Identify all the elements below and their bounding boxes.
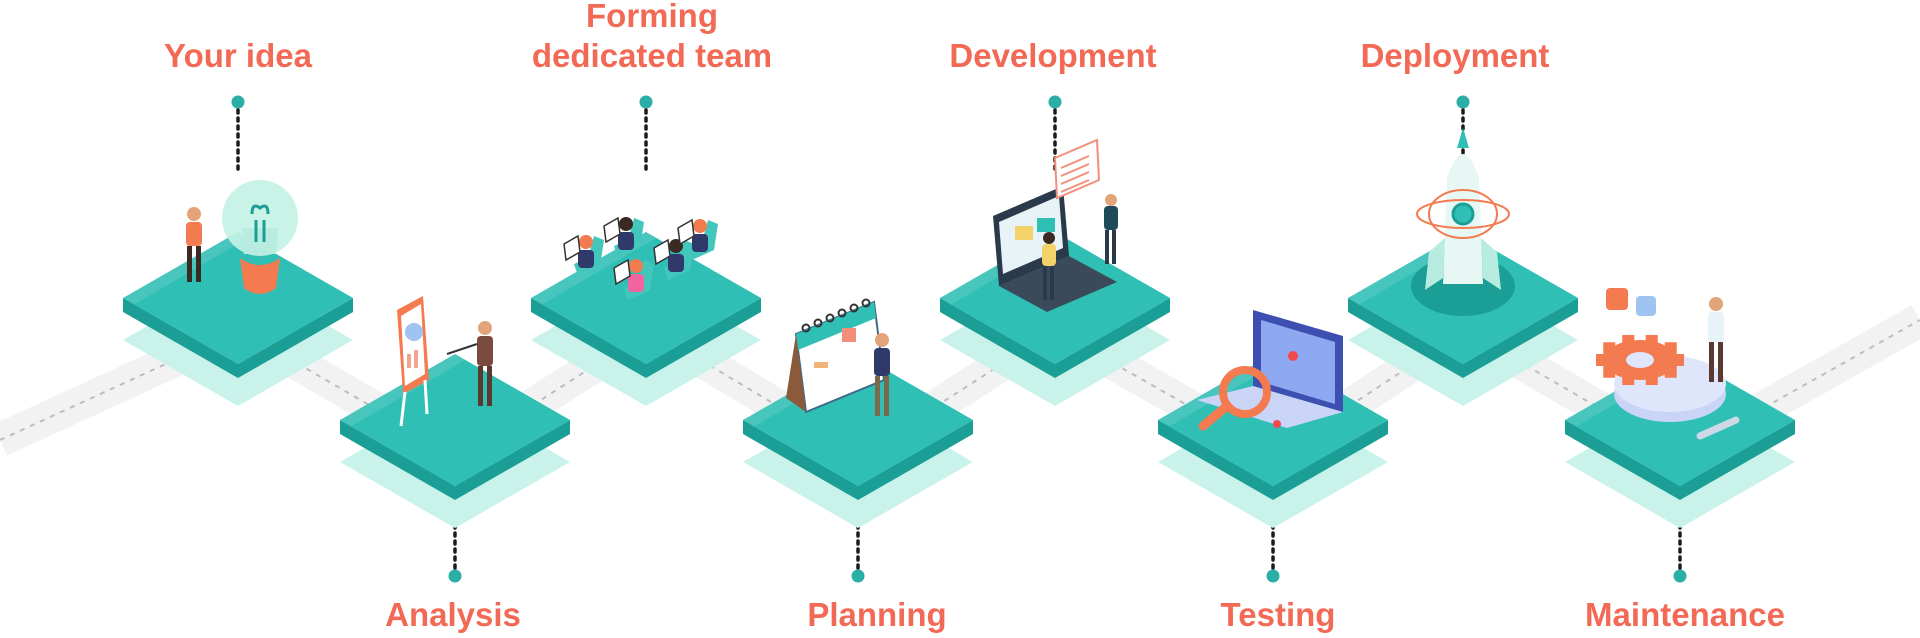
tile-idea	[123, 232, 353, 406]
magnifier-bug-icon	[1197, 310, 1343, 431]
step-label-planning: Planning	[807, 596, 947, 633]
step-label-your-idea: Your idea	[164, 37, 312, 74]
tile-testing	[1158, 354, 1388, 528]
calendar-icon	[786, 298, 890, 416]
step-label-deployment: Deployment	[1360, 37, 1550, 74]
presentation-board-icon	[397, 296, 493, 427]
tile-analysis	[340, 354, 570, 528]
laptop-code-icon	[993, 138, 1118, 312]
rocket-icon	[1411, 128, 1515, 316]
step-label-forming-dedicated-team: Forming dedicated team	[531, 0, 773, 74]
step-label-testing: Testing	[1220, 596, 1336, 633]
connector-team	[639, 95, 653, 172]
road-band	[0, 305, 1920, 472]
step-label-maintenance: Maintenance	[1585, 596, 1785, 633]
connector-idea	[231, 95, 245, 172]
step-label-analysis: Analysis	[385, 596, 521, 633]
gear-wrench-icon	[1596, 288, 1740, 440]
lightbulb-icon	[186, 180, 298, 294]
step-label-development: Development	[949, 37, 1157, 74]
tile-deployment	[1348, 232, 1578, 406]
team-laptops-icon	[563, 216, 718, 300]
